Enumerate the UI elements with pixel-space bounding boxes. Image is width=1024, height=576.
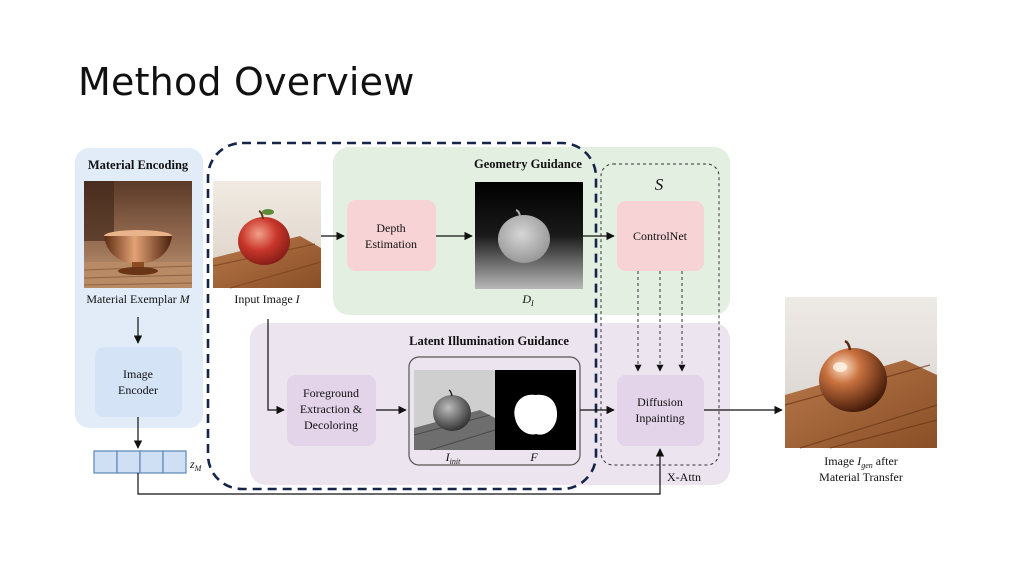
depth-estimation-line2: Estimation (365, 237, 417, 251)
depth-map-image (475, 182, 583, 289)
image-encoder-line2: Encoder (118, 383, 158, 397)
foreground-line2: Extraction & (300, 402, 363, 416)
init-image-label: Iinit (445, 450, 461, 466)
init-mask-group-frame (408, 356, 581, 466)
material-encoding-title: Material Encoding (88, 158, 189, 172)
init-image (413, 370, 496, 451)
output-image (784, 297, 938, 449)
foreground-extraction-box (287, 375, 376, 446)
input-image-label: Input Image I (234, 292, 300, 306)
image-encoder-line1: Image (123, 367, 153, 381)
mask-label: F (529, 450, 538, 464)
material-exemplar-image (83, 181, 193, 288)
arrow-latent-to-diffusion (137, 448, 665, 495)
output-label-line1: Image Igen after (824, 454, 898, 470)
material-exemplar-label: Material Exemplar M (86, 292, 190, 306)
depth-estimation-line1: Depth (376, 221, 405, 235)
controlnet-box (617, 201, 704, 271)
controlnet-label: ControlNet (633, 229, 688, 243)
foreground-line3: Decoloring (304, 418, 358, 432)
output-label-line2: Material Transfer (819, 470, 903, 484)
input-image (212, 181, 322, 289)
diffusion-line1: Diffusion (637, 395, 683, 409)
foreground-line1: Foreground (303, 386, 359, 400)
diffusion-inpainting-box (617, 375, 704, 446)
slide-title: Method Overview (78, 60, 415, 104)
diffusion-line2: Inpainting (635, 411, 684, 425)
depth-estimation-box (347, 200, 436, 271)
arrow-input-to-foreground (267, 319, 285, 415)
depth-map-label: DI (521, 292, 534, 308)
dashed-region-outline (206, 141, 598, 491)
x-attn-label: X-Attn (667, 470, 701, 484)
latent-code-label: zM (189, 457, 203, 473)
latent-illumination-title: Latent Illumination Guidance (409, 334, 569, 348)
mask-image (495, 370, 576, 450)
image-encoder-box (95, 347, 182, 417)
s-label: S (655, 175, 664, 194)
latent-code-cells (93, 450, 187, 474)
geometry-guidance-title: Geometry Guidance (474, 157, 582, 171)
